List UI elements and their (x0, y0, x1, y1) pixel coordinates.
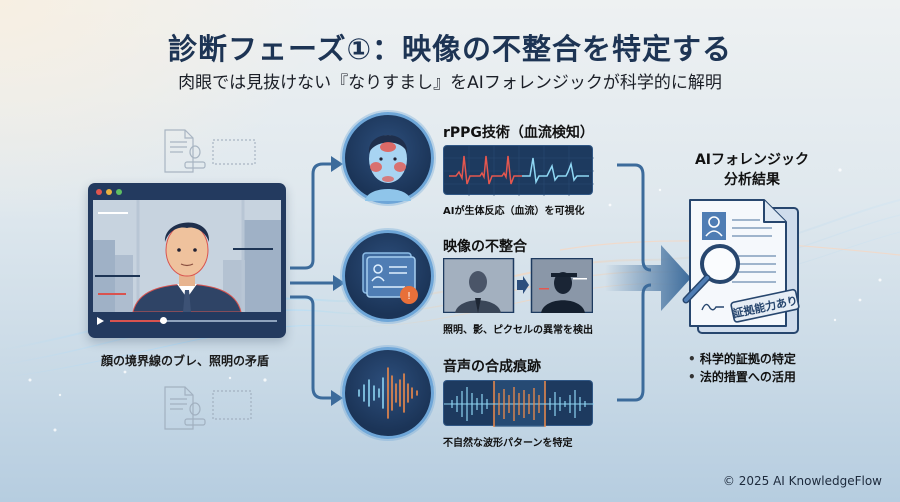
result-title-line1: AIフォレンジック (694, 152, 810, 168)
document-stamp-icon (164, 386, 252, 430)
minimize-dot (106, 189, 112, 195)
video-controls (93, 312, 281, 330)
face-heatmap-icon (365, 135, 411, 201)
step-caption-video-mismatch: 照明、影、ピクセルの異常を検出 (443, 325, 593, 336)
svg-text:!: ! (407, 291, 411, 302)
window-controls (96, 189, 122, 195)
merge-arrows (605, 163, 691, 402)
silhouette-comparison-icon (442, 257, 594, 314)
step-caption-rppg: AIが生体反応（血流）を可視化 (443, 206, 585, 217)
input-caption: 顔の境界線のブレ、照明の矛盾 (100, 354, 269, 368)
page-subtitle: 肉眼では見抜けない『なりすまし』をAIフォレンジックが科学的に解明 (178, 73, 722, 93)
heartbeat-panel (443, 145, 594, 196)
play-icon[interactable] (97, 317, 104, 325)
deepfake-person-icon (93, 200, 281, 312)
step-title-video-mismatch: 映像の不整合 (443, 239, 527, 255)
page-title: 診断フェーズ①：映像の不整合を特定する (167, 32, 733, 66)
result-bullet-list: 科学的証拠の特定 法的措置への活用 (688, 350, 796, 386)
step-title-audio: 音声の合成痕跡 (443, 359, 541, 375)
close-dot (96, 189, 102, 195)
step-title-rppg: rPPG技術（血流検知） (443, 125, 594, 141)
step-caption-audio: 不自然な波形パターンを特定 (443, 438, 573, 449)
result-bullet: 科学的証拠の特定 (688, 350, 796, 368)
branch-arrows (290, 156, 345, 406)
heartbeat-waveform-icon (444, 146, 594, 196)
result-title-line2: 分析結果 (724, 172, 780, 188)
document-magnifier-icon: 証拠能力あり (682, 199, 800, 334)
video-screen (93, 200, 281, 312)
profile-card-warning-icon: ! (362, 252, 418, 304)
audio-anomaly-waveform-icon (444, 381, 594, 427)
silhouette-comparison-panel (442, 257, 594, 314)
result-bullet: 法的措置への活用 (688, 368, 796, 386)
copyright-footer: © 2025 AI KnowledgeFlow (722, 474, 882, 488)
video-window (88, 183, 286, 338)
progress-knob[interactable] (160, 317, 168, 324)
audio-waveform-circle (342, 347, 434, 439)
audio-waveform-icon (358, 367, 418, 419)
rppg-face-circle (342, 112, 434, 204)
audio-waveform-panel (443, 380, 594, 427)
video-progress-bar[interactable] (110, 317, 277, 324)
maximize-dot (116, 189, 122, 195)
document-stamp-icon (164, 129, 256, 173)
result-title: AIフォレンジック 分析結果 (672, 150, 832, 190)
profile-card-circle: ! (342, 230, 434, 322)
